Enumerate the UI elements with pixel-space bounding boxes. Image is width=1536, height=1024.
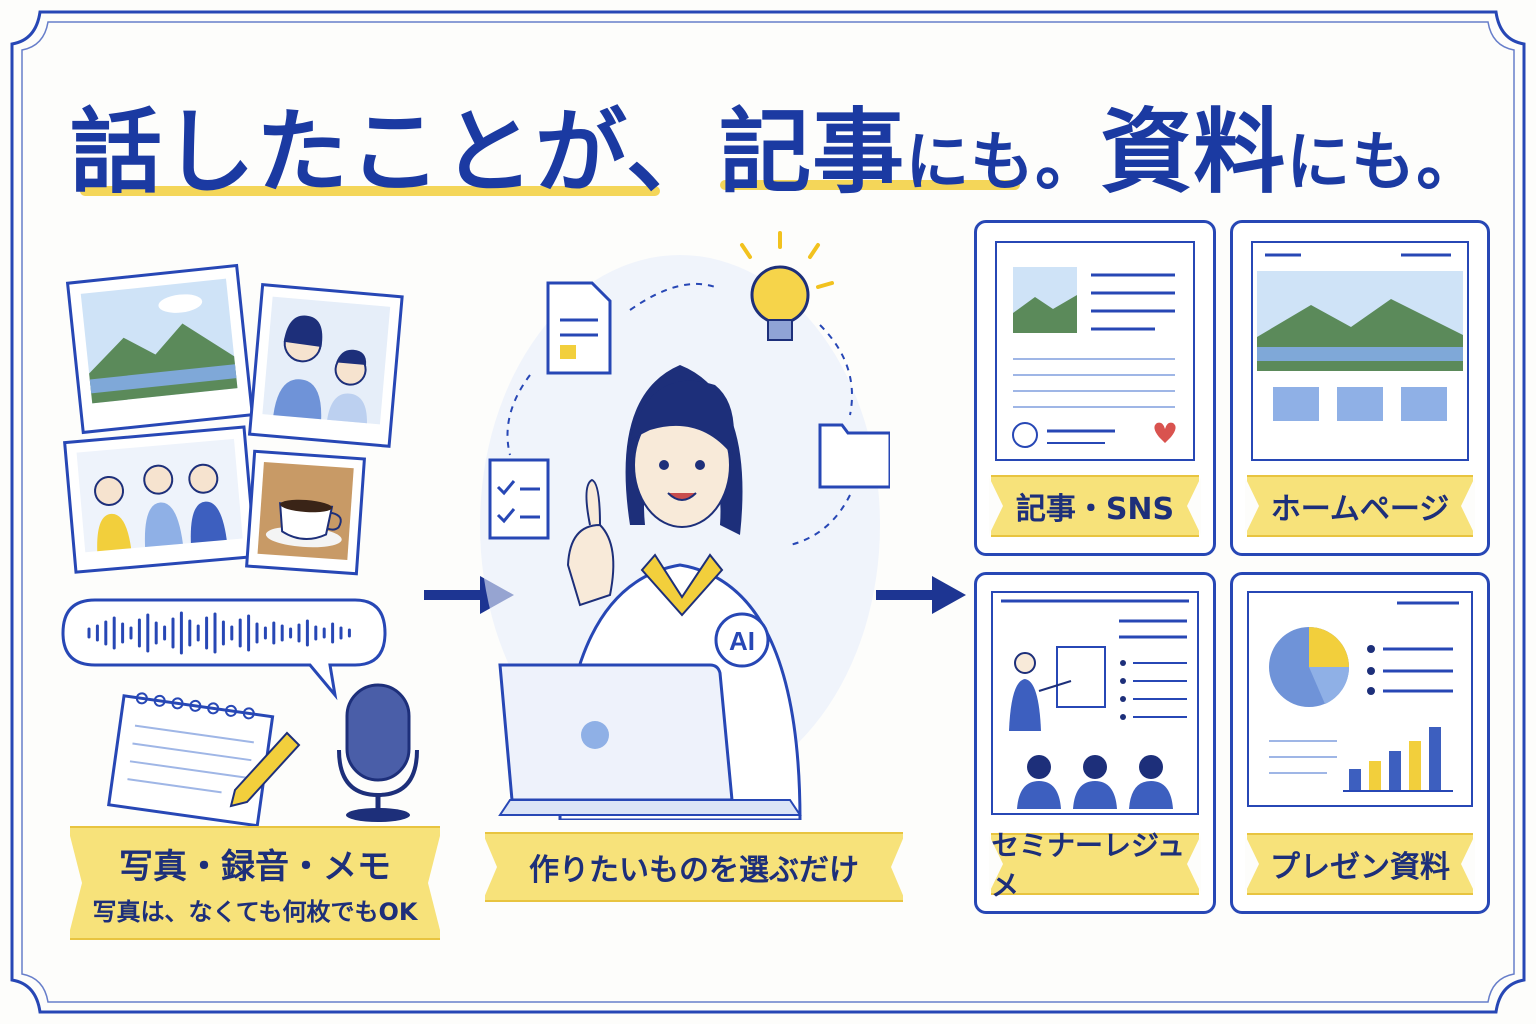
headline-part5: にも。 [1286,126,1482,200]
headline-underline-2 [720,180,1020,190]
laptop-icon [498,663,802,816]
inputs-label-main: 写真・録音・メモ [119,847,391,887]
ai-badge: AI [729,626,755,656]
center-label-text: 作りたいものを選ぶだけ [529,853,859,888]
inputs-label: 写真・録音・メモ 写真は、なくても何枚でもOK [70,826,440,940]
headline-part3: にも。 [905,126,1101,200]
voice-waveform-bubble [61,598,387,701]
headline-text: 話したことが、記事にも。資料にも。 [70,78,1481,211]
headline-part4: 資料 [1100,99,1287,206]
homepage-page-icon [1251,241,1469,461]
headline: 話したことが、記事にも。資料にも。 [70,68,1490,208]
output-card-seminar[interactable]: セミナーレジュメ [974,572,1216,914]
presentation-slide-icon [1247,591,1473,807]
output-card-presentation[interactable]: プレゼン資料 [1230,572,1490,914]
output-label-homepage: ホームページ [1247,475,1473,537]
output-label-article: 記事・SNS [991,475,1199,537]
inputs-label-sub: 写真は、なくても何枚でもOK [92,898,418,926]
headline-part2: 記事 [719,99,906,206]
document-icon [546,281,612,375]
output-label-seminar: セミナーレジュメ [991,829,1199,902]
seminar-slide-icon [991,591,1199,815]
microphone-icon [337,683,419,822]
coffee-photo-icon [245,449,367,576]
pencil-icon [229,731,301,808]
center-label: 作りたいものを選ぶだけ [485,832,903,902]
group-photo-icon [63,425,257,574]
family-photo-icon [247,283,404,448]
headline-part1: 話したことが、 [70,99,720,206]
headline-underline-1 [80,186,660,196]
lightbulb-icon [740,231,834,341]
notepad-icon [107,692,275,828]
folder-icon [818,423,890,489]
ai-assistant-illustration: AI [480,231,890,820]
input-materials-illustration [61,263,419,828]
output-label-presentation: プレゼン資料 [1247,833,1473,895]
landscape-photo-icon [65,263,254,435]
arrow-right-icon-2 [876,576,966,614]
checklist-icon [488,458,550,540]
output-card-article[interactable]: 記事・SNS [974,220,1216,556]
output-card-homepage[interactable]: ホームページ [1230,220,1490,556]
article-page-icon [995,241,1195,461]
